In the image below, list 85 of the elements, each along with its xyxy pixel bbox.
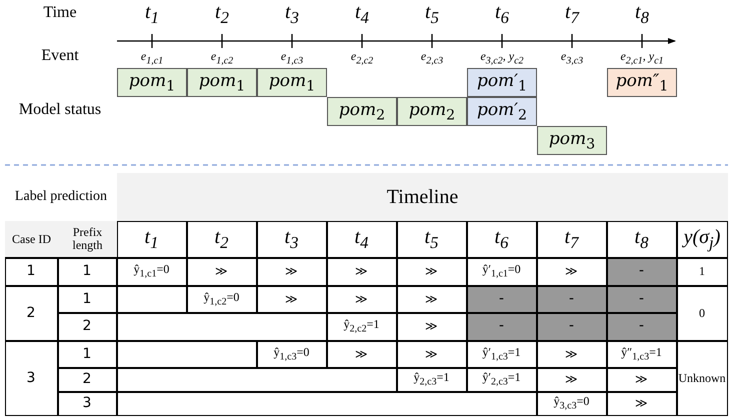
shaded-cell: - <box>466 312 536 340</box>
row-number: 2 <box>26 306 36 320</box>
time-label: t$_{5}$ <box>425 2 439 26</box>
prediction-value: ≫ <box>565 373 578 386</box>
prediction-value: ≫ <box>565 265 578 278</box>
prediction-value: ŷ′$_{1,c1}$=0 <box>482 263 521 280</box>
time-label: t$_{7}$ <box>564 226 578 252</box>
row-number: 1 <box>82 264 92 279</box>
model-status-box: pom$_{1}$ <box>257 68 327 97</box>
prediction-value: ≫ <box>285 292 298 306</box>
row-number: 2 <box>82 372 92 387</box>
time-label: t$_{1}$ <box>144 226 158 252</box>
model-status-box: pom″$_{1}$ <box>607 68 677 97</box>
event-label: e$_{3,c2}$, y$_{c2}$ <box>480 50 524 66</box>
prediction-value: ≫ <box>355 265 368 278</box>
time-label: t$_{2}$ <box>214 226 228 252</box>
model-status-box: pom′$_{2}$ <box>467 97 537 126</box>
row-number: 2 <box>82 319 92 334</box>
time-label: t$_{7}$ <box>565 2 579 26</box>
event-label: e$_{1,c2}$ <box>210 50 234 66</box>
event-label: e$_{1,c3}$ <box>280 50 304 66</box>
prediction-value: ≫ <box>285 265 298 278</box>
row-label: Model status <box>18 102 102 118</box>
header-label: Label prediction <box>14 190 108 204</box>
model-status-box: pom$_{1}$ <box>187 68 257 97</box>
shaded-cell: - <box>606 286 676 312</box>
time-label: t$_{3}$ <box>284 226 298 252</box>
time-label: t$_{6}$ <box>494 226 508 252</box>
prediction-value: ŷ$_{2,c3}$=1 <box>414 371 450 388</box>
time-label: t$_{3}$ <box>285 2 299 26</box>
header-label: Timeline <box>386 186 458 208</box>
event-label: e$_{2,c3}$ <box>420 50 444 66</box>
prediction-value: ≫ <box>215 265 228 278</box>
row-number: 3 <box>26 370 36 386</box>
true-label: Unknown <box>678 372 726 384</box>
model-status-box: pom$_{2}$ <box>397 97 467 126</box>
model-status-box: pom′$_{1}$ <box>467 68 537 97</box>
model-status-box: pom$_{2}$ <box>327 97 397 126</box>
event-label: e$_{2,c1}$, y$_{c1}$ <box>620 50 664 66</box>
header-label: Prefix length <box>72 226 104 252</box>
shaded-cell: - <box>466 286 536 312</box>
prediction-value: ≫ <box>425 348 438 360</box>
row-label: Time <box>43 4 77 22</box>
time-label: t$_{8}$ <box>634 226 648 252</box>
prediction-value: ŷ′$_{2,c3}$=1 <box>482 371 521 388</box>
prediction-value: ŷ′$_{1,c3}$=1 <box>482 346 521 362</box>
time-label: t$_{4}$ <box>355 2 369 26</box>
time-label: t$_{2}$ <box>215 2 229 26</box>
row-number: 3 <box>82 396 92 411</box>
event-label: e$_{2,c2}$ <box>350 50 374 66</box>
time-label: t$_{6}$ <box>495 2 509 26</box>
event-label: e$_{1,c1}$ <box>140 50 164 66</box>
event-label: e$_{3,c3}$ <box>560 50 584 66</box>
model-status-box: pom$_{1}$ <box>117 68 187 97</box>
row-number: 1 <box>82 292 92 306</box>
shaded-cell: - <box>606 258 676 286</box>
prediction-value: ŷ$_{1,c3}$=0 <box>274 346 310 362</box>
true-label: 1 <box>699 265 705 278</box>
shaded-cell: - <box>536 286 606 312</box>
prediction-value: ≫ <box>355 292 368 306</box>
prediction-value: ≫ <box>565 348 578 360</box>
model-status-box: pom$_{3}$ <box>537 126 607 155</box>
true-label: 0 <box>699 306 705 320</box>
prediction-value: ≫ <box>635 373 648 386</box>
header-label: Case ID <box>12 232 51 246</box>
shaded-cell: - <box>606 312 676 340</box>
prediction-value: ŷ$_{1,c1}$=0 <box>134 263 170 280</box>
prediction-value: ≫ <box>425 265 438 278</box>
prediction-value: ≫ <box>355 348 368 360</box>
row-number: 1 <box>26 264 36 279</box>
row-label: Event <box>41 48 79 64</box>
time-label: t$_{8}$ <box>635 2 649 26</box>
prediction-value: ≫ <box>635 397 648 410</box>
prediction-value: ŷ$_{2,c2}$=1 <box>344 318 380 335</box>
prediction-value: ŷ$_{3,c3}$=0 <box>554 395 590 412</box>
prediction-value: ŷ$_{1,c2}$=0 <box>204 290 240 308</box>
shaded-cell: - <box>536 312 606 340</box>
row-number: 1 <box>82 346 92 362</box>
time-label: y(σ$_{j}$) <box>684 226 720 252</box>
prediction-value: ≫ <box>425 292 438 306</box>
time-label: t$_{1}$ <box>145 2 159 26</box>
prediction-value: ≫ <box>425 320 438 333</box>
prediction-value: ŷ″$_{1,c3}$=1 <box>621 346 662 362</box>
time-label: t$_{5}$ <box>424 226 438 252</box>
time-label: t$_{4}$ <box>354 226 368 252</box>
